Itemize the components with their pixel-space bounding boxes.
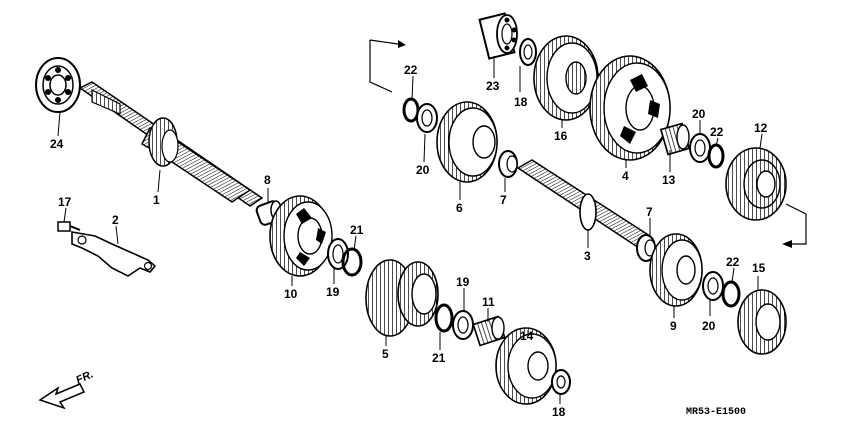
label-part-5: 5 — [382, 347, 389, 361]
label-part-16: 16 — [554, 129, 568, 143]
label-part-11: 11 — [482, 295, 495, 309]
label-part-14: 14 — [520, 329, 534, 343]
label-part-20-c: 20 — [702, 319, 716, 333]
label-part-12: 12 — [754, 121, 768, 135]
label-part-2: 2 — [112, 213, 119, 227]
part-12-gear — [725, 147, 787, 221]
label-part-13: 13 — [662, 173, 676, 187]
indicator-arrow-upper — [369, 39, 406, 93]
direction-label: FR. — [74, 368, 95, 386]
part-9-gear — [649, 233, 703, 307]
diagram-code: MR53-E1500 — [686, 407, 746, 418]
part-18-washer-a — [519, 38, 537, 66]
label-part-21-b: 21 — [432, 351, 446, 365]
part-16-gear — [533, 35, 599, 121]
part-6-gear — [436, 101, 498, 183]
label-part-23: 23 — [486, 79, 500, 93]
part-2-stopper-plate — [71, 231, 157, 277]
part-14-gear — [495, 327, 557, 405]
part-22-circlip-a — [402, 97, 420, 123]
label-part-20-b: 20 — [692, 107, 706, 121]
part-20-washer-c — [702, 271, 724, 301]
part-5-gear — [365, 259, 439, 337]
label-part-7-a: 7 — [500, 193, 507, 207]
label-part-18-b: 18 — [552, 405, 566, 419]
label-part-17: 17 — [58, 195, 72, 209]
label-part-4: 4 — [622, 169, 629, 183]
part-19-washer-b — [452, 310, 474, 340]
part-21-circlip-b — [434, 303, 454, 333]
part-7-collar-a — [498, 150, 518, 178]
label-part-21-a: 21 — [350, 223, 364, 237]
label-part-3: 3 — [584, 249, 591, 263]
part-18-washer-b — [551, 369, 571, 395]
label-part-19-b: 19 — [456, 275, 470, 289]
part-24-bearing — [35, 57, 81, 113]
part-20-washer-a — [416, 103, 438, 133]
label-part-20-a: 20 — [416, 163, 430, 177]
label-part-15: 15 — [752, 261, 766, 275]
label-part-19-a: 19 — [326, 285, 340, 299]
part-20-washer-b — [689, 133, 711, 163]
label-part-22-c: 22 — [726, 255, 740, 269]
part-21-circlip-a — [341, 247, 363, 277]
label-part-22-b: 22 — [710, 125, 724, 139]
part-number-labels: 1 2 3 4 5 6 7 7 8 9 10 11 12 13 14 15 16… — [50, 63, 768, 419]
part-4-gear — [589, 55, 671, 161]
label-part-8: 8 — [264, 173, 271, 187]
label-part-24: 24 — [50, 137, 64, 151]
part-1-mainshaft — [78, 81, 264, 207]
leader-lines — [57, 56, 763, 404]
label-part-18-a: 18 — [514, 95, 528, 109]
front-direction-arrow: FR. — [38, 368, 95, 410]
label-part-9: 9 — [670, 319, 677, 333]
part-11-needle-bearing — [472, 315, 506, 347]
label-part-10: 10 — [284, 287, 298, 301]
part-23-bearing — [478, 12, 518, 60]
label-part-7-b: 7 — [646, 205, 653, 219]
part-3-countershaft — [516, 159, 652, 247]
label-part-6: 6 — [456, 201, 463, 215]
part-22-circlip-c — [721, 280, 741, 308]
label-part-22-a: 22 — [404, 63, 418, 77]
indicator-arrow-lower — [782, 203, 807, 248]
label-part-1: 1 — [153, 193, 160, 207]
part-13-needle-bearing — [659, 122, 691, 156]
part-15-gear — [737, 289, 787, 355]
part-10-gear — [269, 195, 333, 277]
part-17-bolt — [57, 221, 81, 232]
part-22-circlip-b — [707, 143, 725, 169]
